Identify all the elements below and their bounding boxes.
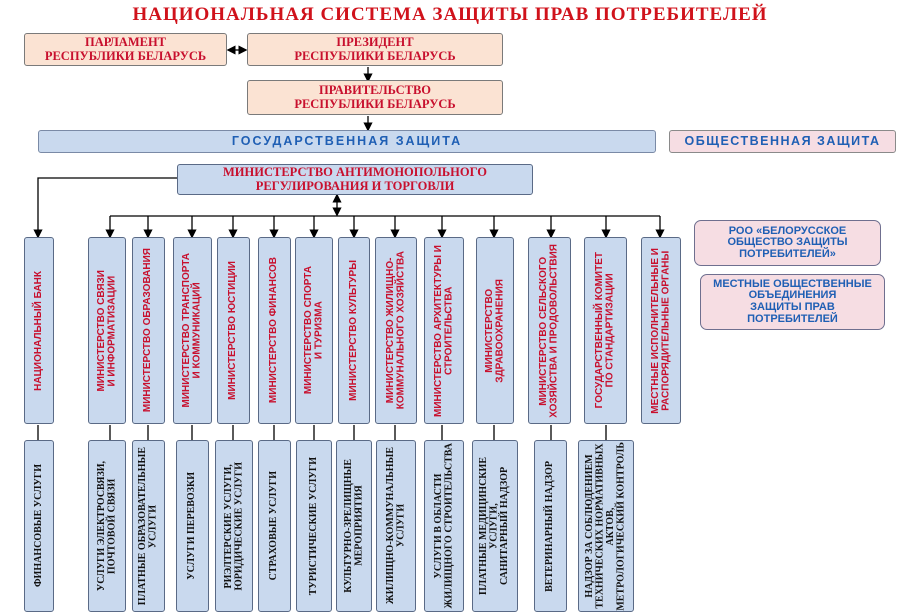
body-ministry-communications: МИНИСТЕРСТВО СВЯЗИ И ИНФОРМАТИЗАЦИИ bbox=[88, 237, 126, 424]
service-label: ПЛАТНЫЕ МЕДИЦИНСКИЕ УСЛУГИ, САНИТАРНЫЙ Н… bbox=[478, 456, 511, 596]
service-label: НАДЗОР ЗА СОБЛЮДЕНИЕМ ТЕХНИЧЕСКИХ НОРМАТ… bbox=[584, 441, 627, 611]
body-label: МИНИСТЕРСТВО СПОРТА И ТУРИЗМА bbox=[302, 266, 325, 395]
body-local-executive-authorities: МЕСТНЫЕ ИСПОЛНИТЕЛЬНЫЕ И РАСПОРЯДИТЕЛЬНЫ… bbox=[641, 237, 681, 424]
service-housing-construction: УСЛУГИ В ОБЛАСТИ ЖИЛИЩНОГО СТРОИТЕЛЬСТВА bbox=[424, 440, 464, 612]
body-ministry-health: МИНИСТЕРСТВО ЗДРАВООХРАНЕНИЯ bbox=[476, 237, 514, 424]
service-veterinary: ВЕТЕРИНАРНЫЙ НАДЗОР bbox=[534, 440, 567, 612]
body-label: МИНИСТЕРСТВО СВЯЗИ И ИНФОРМАТИЗАЦИИ bbox=[95, 269, 118, 392]
body-label: МИНИСТЕРСТВО АРХИТЕКТУРЫ И СТРОИТЕЛЬСТВА bbox=[432, 244, 455, 417]
service-technical-regulation: НАДЗОР ЗА СОБЛЮДЕНИЕМ ТЕХНИЧЕСКИХ НОРМАТ… bbox=[578, 440, 634, 612]
local-public-associations-box: МЕСТНЫЕ ОБЩЕСТВЕННЫЕ ОБЪЕДИНЕНИЯ ЗАЩИТЫ … bbox=[700, 274, 885, 330]
body-label: МИНИСТЕРСТВО ФИНАНСОВ bbox=[268, 257, 280, 404]
service-telecom-postal: УСЛУГИ ЭЛЕКТРОСВЯЗИ, ПОЧТОВОЙ СВЯЗИ bbox=[88, 440, 126, 612]
body-ministry-architecture: МИНИСТЕРСТВО АРХИТЕКТУРЫ И СТРОИТЕЛЬСТВА bbox=[424, 237, 464, 424]
body-ministry-culture: МИНИСТЕРСТВО КУЛЬТУРЫ bbox=[338, 237, 370, 424]
body-state-committee-standardization: ГОСУДАРСТВЕННЫЙ КОМИТЕТ ПО СТАНДАРТИЗАЦИ… bbox=[584, 237, 627, 424]
service-paid-education: ПЛАТНЫЕ ОБРАЗОВАТЕЛЬНЫЕ УСЛУГИ bbox=[132, 440, 165, 612]
president-box: ПРЕЗИДЕНТ РЕСПУБЛИКИ БЕЛАРУСЬ bbox=[247, 33, 503, 66]
service-tourism: ТУРИСТИЧЕСКИЕ УСЛУГИ bbox=[296, 440, 332, 612]
body-label: МИНИСТЕРСТВО ТРАНСПОРТА И КОММУНИКАЦИЙ bbox=[181, 253, 203, 408]
body-label: ГОСУДАРСТВЕННЫЙ КОМИТЕТ ПО СТАНДАРТИЗАЦИ… bbox=[594, 252, 616, 409]
service-label: СТРАХОВЫЕ УСЛУГИ bbox=[268, 471, 280, 581]
service-financial: ФИНАНСОВЫЕ УСЛУГИ bbox=[24, 440, 54, 612]
service-label: ТУРИСТИЧЕСКИЕ УСЛУГИ bbox=[307, 456, 319, 596]
service-label: ВЕТЕРИНАРНЫЙ НАДЗОР bbox=[544, 460, 556, 592]
service-medical-sanitary: ПЛАТНЫЕ МЕДИЦИНСКИЕ УСЛУГИ, САНИТАРНЫЙ Н… bbox=[472, 440, 518, 612]
belarus-consumer-society-box: РОО «БЕЛОРУССКОЕ ОБЩЕСТВО ЗАЩИТЫ ПОТРЕБИ… bbox=[694, 220, 881, 266]
body-ministry-agriculture: МИНИСТЕРСТВО СЕЛЬСКОГО ХОЗЯЙСТВА И ПРОДО… bbox=[528, 237, 571, 424]
service-label: ЖИЛИЩНО-КОММУНАЛЬНЫЕ УСЛУГИ bbox=[384, 447, 407, 605]
service-label: УСЛУГИ В ОБЛАСТИ ЖИЛИЩНОГО СТРОИТЕЛЬСТВА bbox=[432, 443, 455, 609]
antimonopoly-ministry-box: МИНИСТЕРСТВО АНТИМОНОПОЛЬНОГО РЕГУЛИРОВА… bbox=[177, 164, 533, 195]
service-insurance: СТРАХОВЫЕ УСЛУГИ bbox=[258, 440, 291, 612]
body-ministry-transport: МИНИСТЕРСТВО ТРАНСПОРТА И КОММУНИКАЦИЙ bbox=[173, 237, 212, 424]
government-box: ПРАВИТЕЛЬСТВО РЕСПУБЛИКИ БЕЛАРУСЬ bbox=[247, 80, 503, 115]
body-label: МИНИСТЕРСТВО КУЛЬТУРЫ bbox=[347, 260, 359, 401]
service-realtor-legal: РИЭЛТЕРСКИЕ УСЛУГИ, ЮРИДИЧЕСКИЕ УСЛУГИ bbox=[215, 440, 253, 612]
body-ministry-sport-tourism: МИНИСТЕРСТВО СПОРТА И ТУРИЗМА bbox=[295, 237, 333, 424]
service-label: КУЛЬТУРНО-ЗРЕЛИЩНЫЕ МЕРОПРИЯТИЯ bbox=[342, 459, 365, 593]
service-label: УСЛУГИ ЭЛЕКТРОСВЯЗИ, ПОЧТОВОЙ СВЯЗИ bbox=[95, 460, 118, 592]
body-label: НАЦИОНАЛЬНЫЙ БАНК bbox=[32, 270, 44, 391]
body-label: МИНИСТЕРСТВО ЮСТИЦИИ bbox=[227, 261, 239, 400]
service-cultural-events: КУЛЬТУРНО-ЗРЕЛИЩНЫЕ МЕРОПРИЯТИЯ bbox=[336, 440, 372, 612]
body-ministry-education: МИНИСТЕРСТВО ОБРАЗОВАНИЯ bbox=[132, 237, 165, 424]
service-label: ФИНАНСОВЫЕ УСЛУГИ bbox=[32, 464, 44, 588]
service-label: РИЭЛТЕРСКИЕ УСЛУГИ, ЮРИДИЧЕСКИЕ УСЛУГИ bbox=[222, 461, 245, 591]
body-ministry-justice: МИНИСТЕРСТВО ЮСТИЦИИ bbox=[217, 237, 250, 424]
body-label: МЕСТНЫЕ ИСПОЛНИТЕЛЬНЫЕ И РАСПОРЯДИТЕЛЬНЫ… bbox=[649, 247, 672, 414]
public-protection-bar: ОБЩЕСТВЕННАЯ ЗАЩИТА bbox=[669, 130, 896, 153]
body-national-bank: НАЦИОНАЛЬНЫЙ БАНК bbox=[24, 237, 54, 424]
service-housing-utilities: ЖИЛИЩНО-КОММУНАЛЬНЫЕ УСЛУГИ bbox=[376, 440, 416, 612]
body-ministry-housing: МИНИСТЕРСТВО ЖИЛИЩНО- КОММУНАЛЬНОГО ХОЗЯ… bbox=[375, 237, 417, 424]
service-label: УСЛУГИ ПЕРЕВОЗКИ bbox=[186, 472, 198, 580]
state-protection-bar: ГОСУДАРСТВЕННАЯ ЗАЩИТА bbox=[38, 130, 656, 153]
body-label: МИНИСТЕРСТВО ЖИЛИЩНО- КОММУНАЛЬНОГО ХОЗЯ… bbox=[384, 251, 407, 410]
service-transportation: УСЛУГИ ПЕРЕВОЗКИ bbox=[176, 440, 209, 612]
body-label: МИНИСТЕРСТВО ОБРАЗОВАНИЯ bbox=[142, 248, 154, 413]
page-title: НАЦИОНАЛЬНАЯ СИСТЕМА ЗАЩИТЫ ПРАВ ПОТРЕБИ… bbox=[132, 4, 768, 25]
body-ministry-finance: МИНИСТЕРСТВО ФИНАНСОВ bbox=[258, 237, 291, 424]
body-label: МИНИСТЕРСТВО СЕЛЬСКОГО ХОЗЯЙСТВА И ПРОДО… bbox=[538, 243, 560, 418]
body-label: МИНИСТЕРСТВО ЗДРАВООХРАНЕНИЯ bbox=[483, 278, 506, 383]
service-label: ПЛАТНЫЕ ОБРАЗОВАТЕЛЬНЫЕ УСЛУГИ bbox=[137, 446, 159, 606]
parliament-box: ПАРЛАМЕНТ РЕСПУБЛИКИ БЕЛАРУСЬ bbox=[24, 33, 227, 66]
